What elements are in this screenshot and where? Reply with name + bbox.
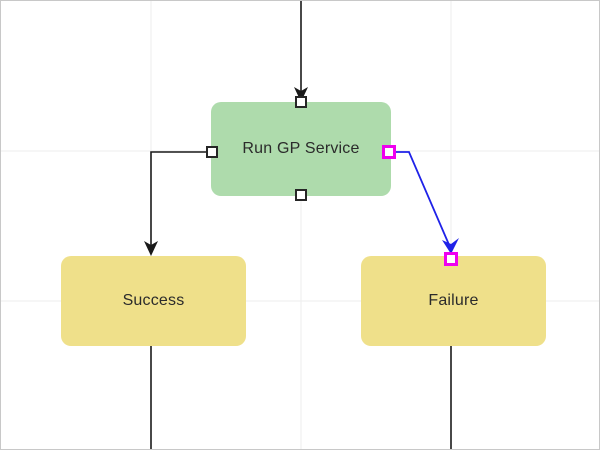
edge-incoming-top[interactable] [294, 1, 308, 102]
edge-to-failure[interactable] [395, 151, 459, 254]
arrowhead-icon [442, 238, 459, 254]
node-failure[interactable]: Failure [361, 256, 546, 346]
arrowhead-icon [144, 241, 158, 256]
port-handle-failure-top-selected[interactable] [444, 252, 458, 266]
port-handle-top[interactable] [295, 96, 307, 108]
port-handle-right-selected[interactable] [382, 145, 396, 159]
node-label: Failure [428, 292, 479, 309]
edge-to-success[interactable] [144, 151, 212, 256]
port-handle-left[interactable] [206, 146, 218, 158]
node-label: Success [122, 292, 185, 309]
arrowhead-icon [294, 87, 308, 102]
node-label: Run GP Service [242, 140, 360, 157]
node-run-gp-service[interactable]: Run GP Service [211, 102, 391, 196]
node-success[interactable]: Success [61, 256, 246, 346]
port-handle-bottom[interactable] [295, 189, 307, 201]
